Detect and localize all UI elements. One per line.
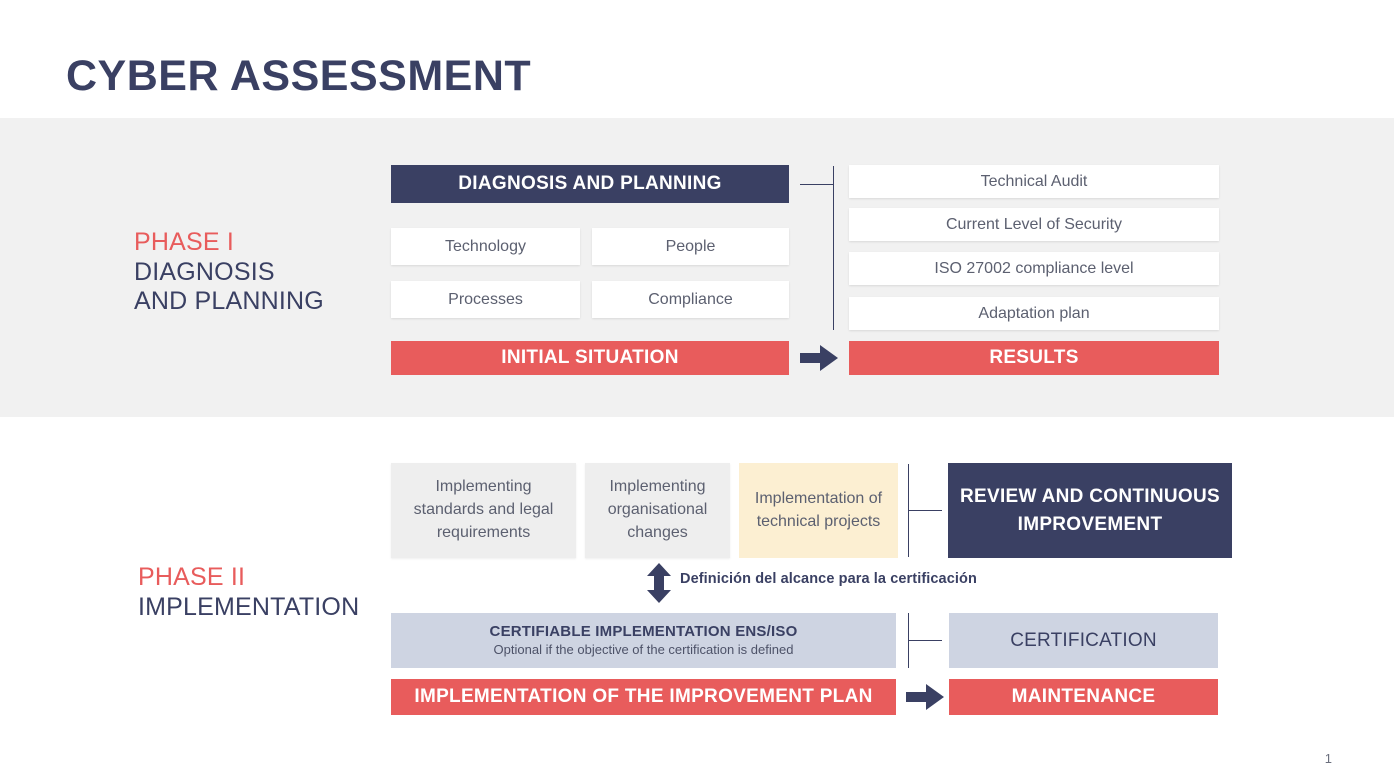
phase-two-label: PHASE II IMPLEMENTATION [138, 563, 359, 622]
phase-two-connector-horizontal-top [908, 510, 942, 511]
result-box-adaptation-plan[interactable]: Adaptation plan [849, 297, 1219, 330]
initial-situation-bar: INITIAL SITUATION [391, 341, 789, 375]
page-title: CYBER ASSESSMENT [66, 52, 532, 100]
workstream-box-technical-projects[interactable]: Implementation of technical projects [739, 463, 898, 558]
workstream-box-standards-and-legal[interactable]: Implementing standards and legal require… [391, 463, 576, 558]
result-box-iso-27002-compliance-level[interactable]: ISO 27002 compliance level [849, 252, 1219, 285]
workstream-box-organisational-changes[interactable]: Implementing organisational changes [585, 463, 730, 558]
page-number: 1 [1324, 751, 1332, 766]
arrow-right-icon-phase-two [906, 684, 944, 710]
pillar-box-processes[interactable]: Processes [391, 281, 580, 318]
pillar-box-people[interactable]: People [592, 228, 789, 265]
arrow-right-icon-phase-one [800, 345, 838, 371]
certifiable-implementation-box[interactable]: CERTIFIABLE IMPLEMENTATION ENS/ISO Optio… [391, 613, 896, 668]
maintenance-bar: MAINTENANCE [949, 679, 1218, 715]
scope-definition-note: Definición del alcance para la certifica… [680, 571, 977, 587]
phase-one-name-line1: DIAGNOSIS [134, 257, 275, 286]
phase-one-connector-horizontal [800, 184, 834, 185]
result-box-current-level-of-security[interactable]: Current Level of Security [849, 208, 1219, 241]
phase-one-name-line2: AND PLANNING [134, 287, 324, 315]
result-box-technical-audit[interactable]: Technical Audit [849, 165, 1219, 198]
results-bar: RESULTS [849, 341, 1219, 375]
pillar-box-technology[interactable]: Technology [391, 228, 580, 265]
certifiable-implementation-title: CERTIFIABLE IMPLEMENTATION ENS/ISO [489, 622, 798, 640]
phase-one-connector-vertical [833, 166, 834, 330]
phase-one-kicker: PHASE I [134, 228, 235, 256]
arrow-up-down-icon-scope [647, 563, 671, 603]
certifiable-implementation-subtitle: Optional if the objective of the certifi… [493, 642, 794, 658]
phase-two-kicker: PHASE II [138, 563, 246, 591]
review-and-continuous-improvement-box: REVIEW AND CONTINUOUS IMPROVEMENT [948, 463, 1232, 558]
certification-box[interactable]: CERTIFICATION [949, 613, 1218, 668]
improvement-plan-bar: IMPLEMENTATION OF THE IMPROVEMENT PLAN [391, 679, 896, 715]
pillar-box-compliance[interactable]: Compliance [592, 281, 789, 318]
phase-one-label: PHASE I DIAGNOSIS AND PLANNING [134, 228, 324, 317]
diagnosis-and-planning-header: DIAGNOSIS AND PLANNING [391, 165, 789, 203]
phase-two-name-line1: IMPLEMENTATION [138, 592, 360, 621]
phase-two-connector-horizontal-bottom [908, 640, 942, 641]
